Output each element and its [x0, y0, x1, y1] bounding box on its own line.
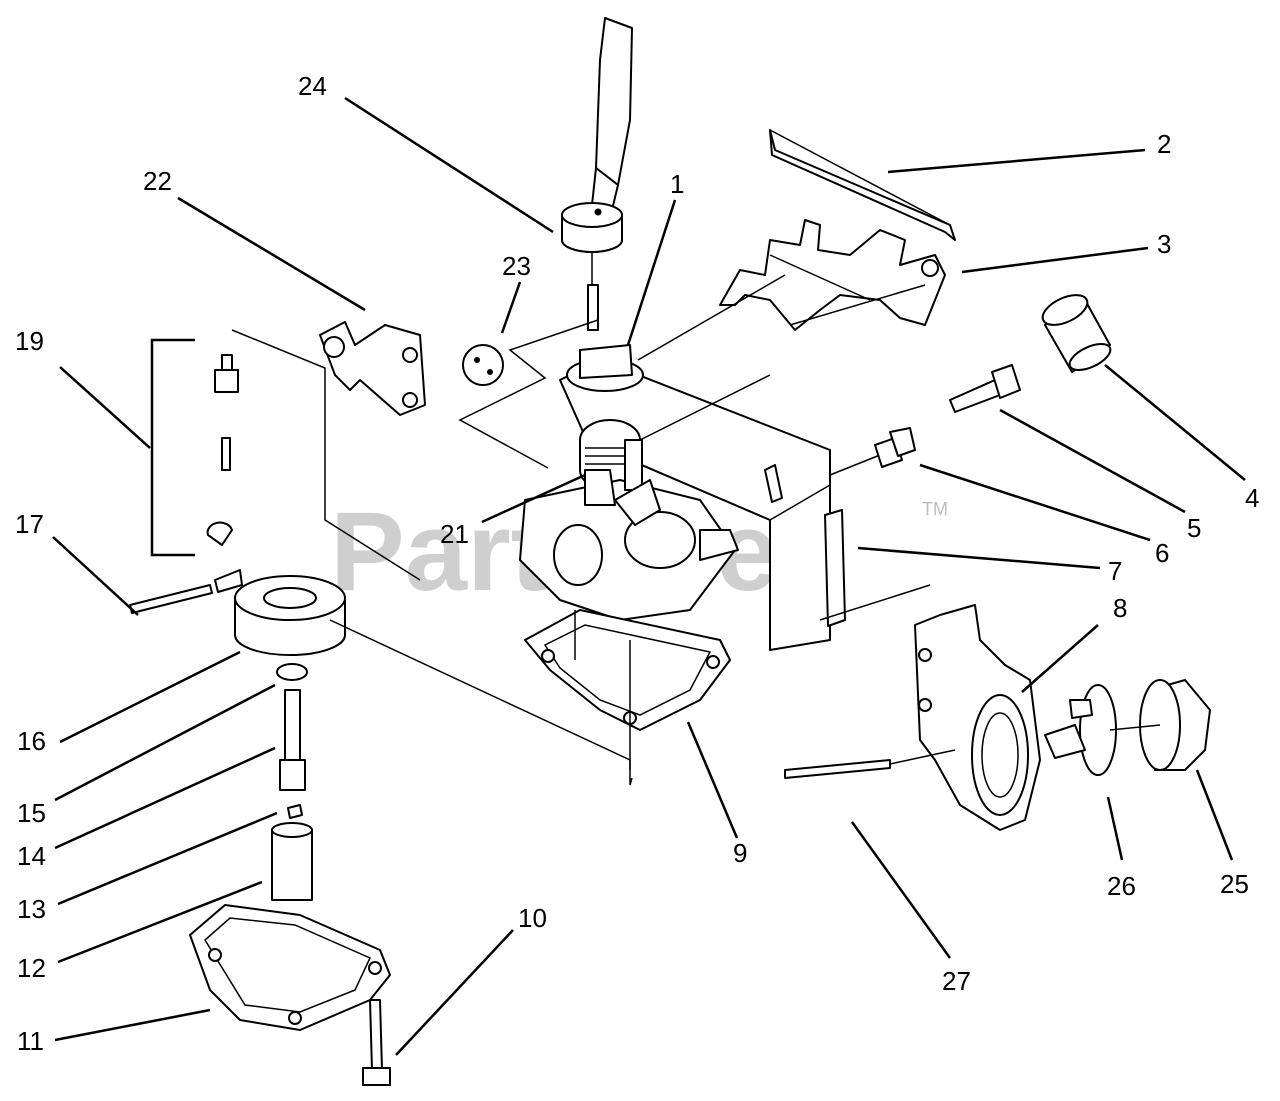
callout-23: 23	[502, 251, 531, 281]
part-11-bowl	[189, 904, 391, 1031]
part-13-clip	[287, 804, 303, 819]
callout-13: 13	[17, 894, 46, 924]
part-4-cup	[1041, 294, 1112, 373]
part-16-float	[214, 569, 346, 656]
callout-1: 1	[670, 169, 684, 199]
part-12-spacer	[271, 822, 313, 901]
callout-24: 24	[298, 71, 327, 101]
part-25-bulb	[1139, 679, 1211, 771]
callout-22: 22	[143, 166, 172, 196]
part-26-primer	[1044, 684, 1117, 776]
part-27-rod	[784, 759, 891, 779]
part-10-screw	[362, 999, 391, 1086]
part-5-screw	[949, 364, 1021, 413]
callout-16: 16	[17, 726, 46, 756]
watermark-trademark: TM	[922, 499, 948, 519]
part-19-kit	[206, 354, 239, 546]
callout-labels: 24 22 23 1 2 3 4 5 6 7 8 19 21 17 16 15 …	[15, 71, 1259, 1056]
part-3-bracket	[719, 219, 946, 331]
carburetor-body	[519, 344, 846, 651]
part-9-gasket	[524, 609, 731, 731]
callout-26: 26	[1107, 871, 1136, 901]
part-2-rod	[769, 129, 956, 241]
part-14-main-jet	[279, 689, 306, 791]
part-15-washer	[276, 663, 308, 681]
callout-9: 9	[733, 838, 747, 868]
callout-11: 11	[17, 1026, 44, 1056]
leader-lines	[52, 96, 1246, 1056]
alignment-lines	[231, 274, 1161, 786]
callout-12: 12	[17, 953, 46, 983]
callout-3: 3	[1157, 229, 1171, 259]
callout-7: 7	[1108, 556, 1122, 586]
callout-5: 5	[1187, 513, 1201, 543]
callout-25: 25	[1220, 869, 1249, 899]
part-8-diaphragm	[914, 604, 1041, 831]
part-19-bracket	[150, 338, 195, 557]
part-17-pin	[129, 584, 213, 614]
part-6-needle	[829, 427, 916, 476]
callout-2: 2	[1157, 129, 1171, 159]
part-24-choke-lever	[561, 17, 633, 331]
part-22-choke-bracket	[319, 321, 426, 416]
part-23-disc	[462, 344, 504, 386]
callout-4: 4	[1245, 483, 1259, 513]
callout-14: 14	[17, 841, 46, 871]
callout-27: 27	[942, 966, 971, 996]
callout-15: 15	[17, 798, 46, 828]
callout-8: 8	[1113, 593, 1127, 623]
callout-17: 17	[15, 509, 44, 539]
callout-19: 19	[15, 326, 44, 356]
callout-6: 6	[1155, 538, 1169, 568]
callout-10: 10	[518, 903, 547, 933]
callout-21: 21	[440, 519, 469, 549]
